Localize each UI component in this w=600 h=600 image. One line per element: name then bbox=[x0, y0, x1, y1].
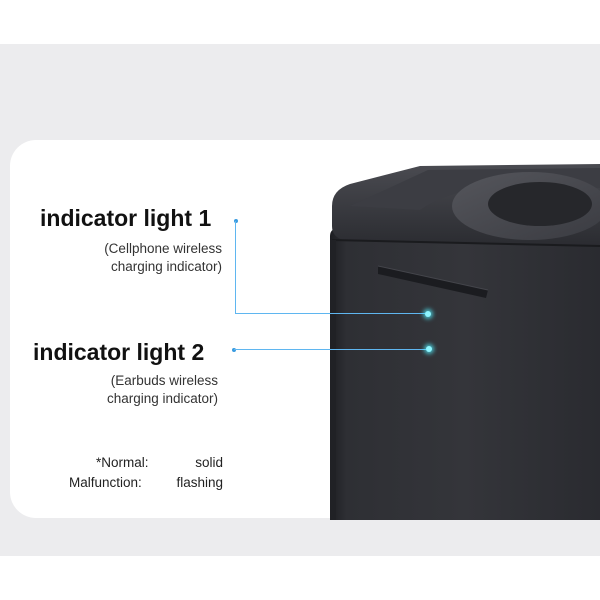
malfunction-label: Malfunction: bbox=[69, 475, 142, 490]
indicator-light-2-led bbox=[426, 346, 432, 352]
indicator-light-1-led bbox=[425, 311, 431, 317]
indicator-2-leader-horizontal bbox=[234, 349, 426, 350]
indicator-2-title: indicator light 2 bbox=[33, 339, 205, 365]
malfunction-value: flashing bbox=[176, 475, 223, 490]
normal-label: *Normal: bbox=[96, 455, 149, 470]
indicator-1-callout-dot bbox=[234, 219, 238, 223]
indicator-1-leader-vertical bbox=[235, 221, 236, 313]
indicator-1-description-line2: charging indicator) bbox=[110, 259, 222, 274]
indicator-1-title: indicator light 1 bbox=[40, 205, 212, 231]
indicator-2-description-line2: charging indicator) bbox=[106, 391, 218, 406]
indicator-2-callout-dot bbox=[232, 348, 236, 352]
indicator-1-leader-horizontal bbox=[235, 313, 425, 314]
indicator-1-description-line1: (Cellphone wireless bbox=[104, 241, 222, 256]
indicator-2-description-line1: (Earbuds wireless bbox=[110, 373, 218, 388]
normal-value: solid bbox=[195, 455, 223, 470]
